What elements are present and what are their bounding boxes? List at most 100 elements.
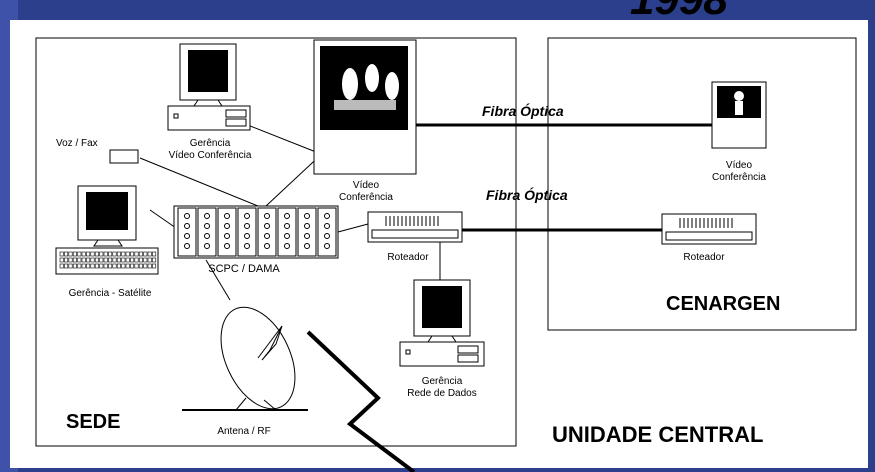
scpc-dama-rack-icon bbox=[173, 205, 339, 259]
keyboard-key bbox=[130, 251, 135, 257]
video-conf-label-1: Vídeo bbox=[353, 180, 380, 191]
gerencia-rede-computer-icon bbox=[399, 279, 485, 367]
cenargen-roteador-label: Roteador bbox=[683, 252, 725, 263]
voz-fax-label: Voz / Fax bbox=[56, 138, 98, 149]
rack-led bbox=[324, 233, 330, 239]
rack-led bbox=[264, 243, 270, 249]
keyboard-key bbox=[99, 251, 104, 257]
roteador-label: Roteador bbox=[387, 252, 429, 263]
cenargen-box bbox=[547, 37, 857, 331]
rack-led bbox=[284, 223, 290, 229]
rack-module bbox=[237, 207, 257, 257]
antena-rf-label: Antena / RF bbox=[217, 426, 270, 437]
keyboard-key bbox=[116, 257, 121, 263]
keyboard-key bbox=[86, 263, 91, 269]
keyboard-key bbox=[64, 251, 69, 257]
keyboard-key bbox=[152, 257, 157, 263]
keyboard-key bbox=[64, 263, 69, 269]
rack-module bbox=[297, 207, 317, 257]
gerencia-video-label-1: Gerência bbox=[190, 138, 231, 149]
rack-led bbox=[264, 223, 270, 229]
keyboard-key bbox=[103, 263, 108, 269]
keyboard-key bbox=[72, 251, 77, 257]
scpc-dama-label: SCPC / DAMA bbox=[208, 263, 280, 275]
rack-led bbox=[184, 243, 190, 249]
keyboard-key bbox=[112, 251, 117, 257]
keyboard-key bbox=[138, 251, 143, 257]
keyboard-key bbox=[125, 257, 130, 263]
keyboard-key bbox=[77, 263, 82, 269]
keyboard-key bbox=[130, 257, 135, 263]
keyboard-key bbox=[90, 263, 95, 269]
cenargen-video-monitor-icon bbox=[711, 81, 767, 149]
rack-led bbox=[264, 233, 270, 239]
fax-icon bbox=[109, 149, 139, 164]
keyboard-key bbox=[68, 257, 73, 263]
keyboard-key bbox=[147, 263, 152, 269]
rack-led bbox=[244, 233, 250, 239]
keyboard-key bbox=[72, 257, 77, 263]
keyboard-key bbox=[121, 263, 126, 269]
link-satelite-scpc bbox=[149, 209, 177, 229]
keyboard-key bbox=[68, 263, 73, 269]
keyboard-key bbox=[138, 257, 143, 263]
rack-led bbox=[224, 243, 230, 249]
keyboard-key bbox=[116, 251, 121, 257]
rack-led bbox=[244, 223, 250, 229]
gerencia-satelite-computer-icon bbox=[55, 185, 159, 275]
keyboard-key bbox=[81, 263, 86, 269]
rack-module bbox=[197, 207, 217, 257]
rack-module bbox=[217, 207, 237, 257]
rack-led bbox=[204, 233, 210, 239]
rack-led bbox=[324, 243, 330, 249]
keyboard-key bbox=[77, 257, 82, 263]
keyboard-key bbox=[77, 251, 82, 257]
gerencia-rede-label-1: Gerência bbox=[422, 376, 463, 387]
keyboard-key bbox=[59, 257, 64, 263]
sede-box bbox=[35, 37, 517, 447]
keyboard-key bbox=[90, 251, 95, 257]
keyboard-key bbox=[81, 251, 86, 257]
sede-label: SEDE bbox=[66, 411, 120, 433]
rack-led bbox=[224, 223, 230, 229]
keyboard-key bbox=[134, 257, 139, 263]
rack-led bbox=[304, 213, 310, 219]
rack-module bbox=[177, 207, 197, 257]
cenargen-video-label-1: Vídeo bbox=[726, 160, 753, 171]
keyboard-key bbox=[147, 257, 152, 263]
gerencia-rede-label-2: Rede de Dados bbox=[407, 388, 477, 399]
link-fax-scpc bbox=[139, 157, 259, 207]
unidade-central-label: UNIDADE CENTRAL bbox=[552, 422, 763, 447]
keyboard-key bbox=[143, 251, 148, 257]
keyboard-key bbox=[94, 257, 99, 263]
keyboard-key bbox=[143, 263, 148, 269]
keyboard-key bbox=[152, 263, 157, 269]
cenargen-label: CENARGEN bbox=[666, 293, 780, 315]
keyboard-key bbox=[125, 263, 130, 269]
keyboard-key bbox=[147, 251, 152, 257]
keyboard-key bbox=[116, 263, 121, 269]
video-conference-monitor-icon bbox=[313, 39, 417, 175]
rack-led bbox=[324, 223, 330, 229]
rack-module bbox=[317, 207, 337, 257]
keyboard-key bbox=[108, 257, 113, 263]
keyboard-key bbox=[86, 251, 91, 257]
keyboard-key bbox=[94, 263, 99, 269]
keyboard-key bbox=[99, 257, 104, 263]
rack-led bbox=[184, 233, 190, 239]
rack-led bbox=[184, 213, 190, 219]
keyboard-key bbox=[108, 251, 113, 257]
keyboard-key bbox=[121, 251, 126, 257]
keyboard-key bbox=[125, 251, 130, 257]
rack-led bbox=[244, 213, 250, 219]
rack-led bbox=[284, 213, 290, 219]
radio-link-bolt-icon bbox=[306, 330, 416, 472]
keyboard-key bbox=[103, 257, 108, 263]
rack-module bbox=[257, 207, 277, 257]
rack-led bbox=[284, 233, 290, 239]
rack-led bbox=[244, 243, 250, 249]
keyboard-key bbox=[81, 257, 86, 263]
keyboard-key bbox=[99, 263, 104, 269]
